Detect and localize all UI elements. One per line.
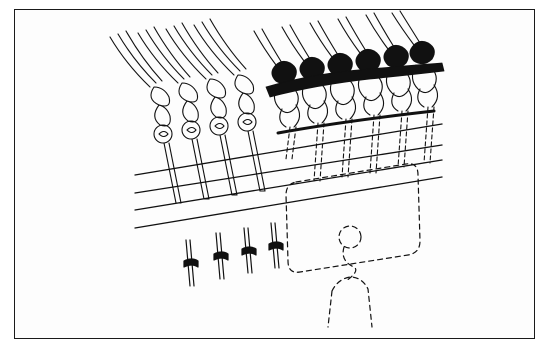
tool-plate (286, 164, 420, 273)
needle-2 (214, 233, 228, 279)
stitch-3 (166, 23, 237, 195)
stitch-6 (282, 25, 328, 181)
right-stitch-group (254, 11, 444, 181)
transfer-tool (286, 164, 420, 327)
needle-bed-rails (135, 124, 442, 228)
stitch-7 (310, 21, 356, 177)
stitch-9 (366, 13, 412, 167)
stitch-10 (392, 11, 438, 163)
tool-handle (328, 277, 372, 327)
stitch-8 (338, 17, 384, 173)
needle-3 (242, 228, 256, 273)
needle-4 (269, 223, 283, 268)
stitch-1 (110, 31, 181, 203)
knitting-machine-illustration (14, 9, 535, 339)
needle-1 (184, 240, 198, 286)
lowered-needles (184, 223, 283, 286)
tool-eye (339, 226, 361, 248)
left-stitch-group (110, 19, 265, 203)
stitch-4 (194, 19, 265, 191)
